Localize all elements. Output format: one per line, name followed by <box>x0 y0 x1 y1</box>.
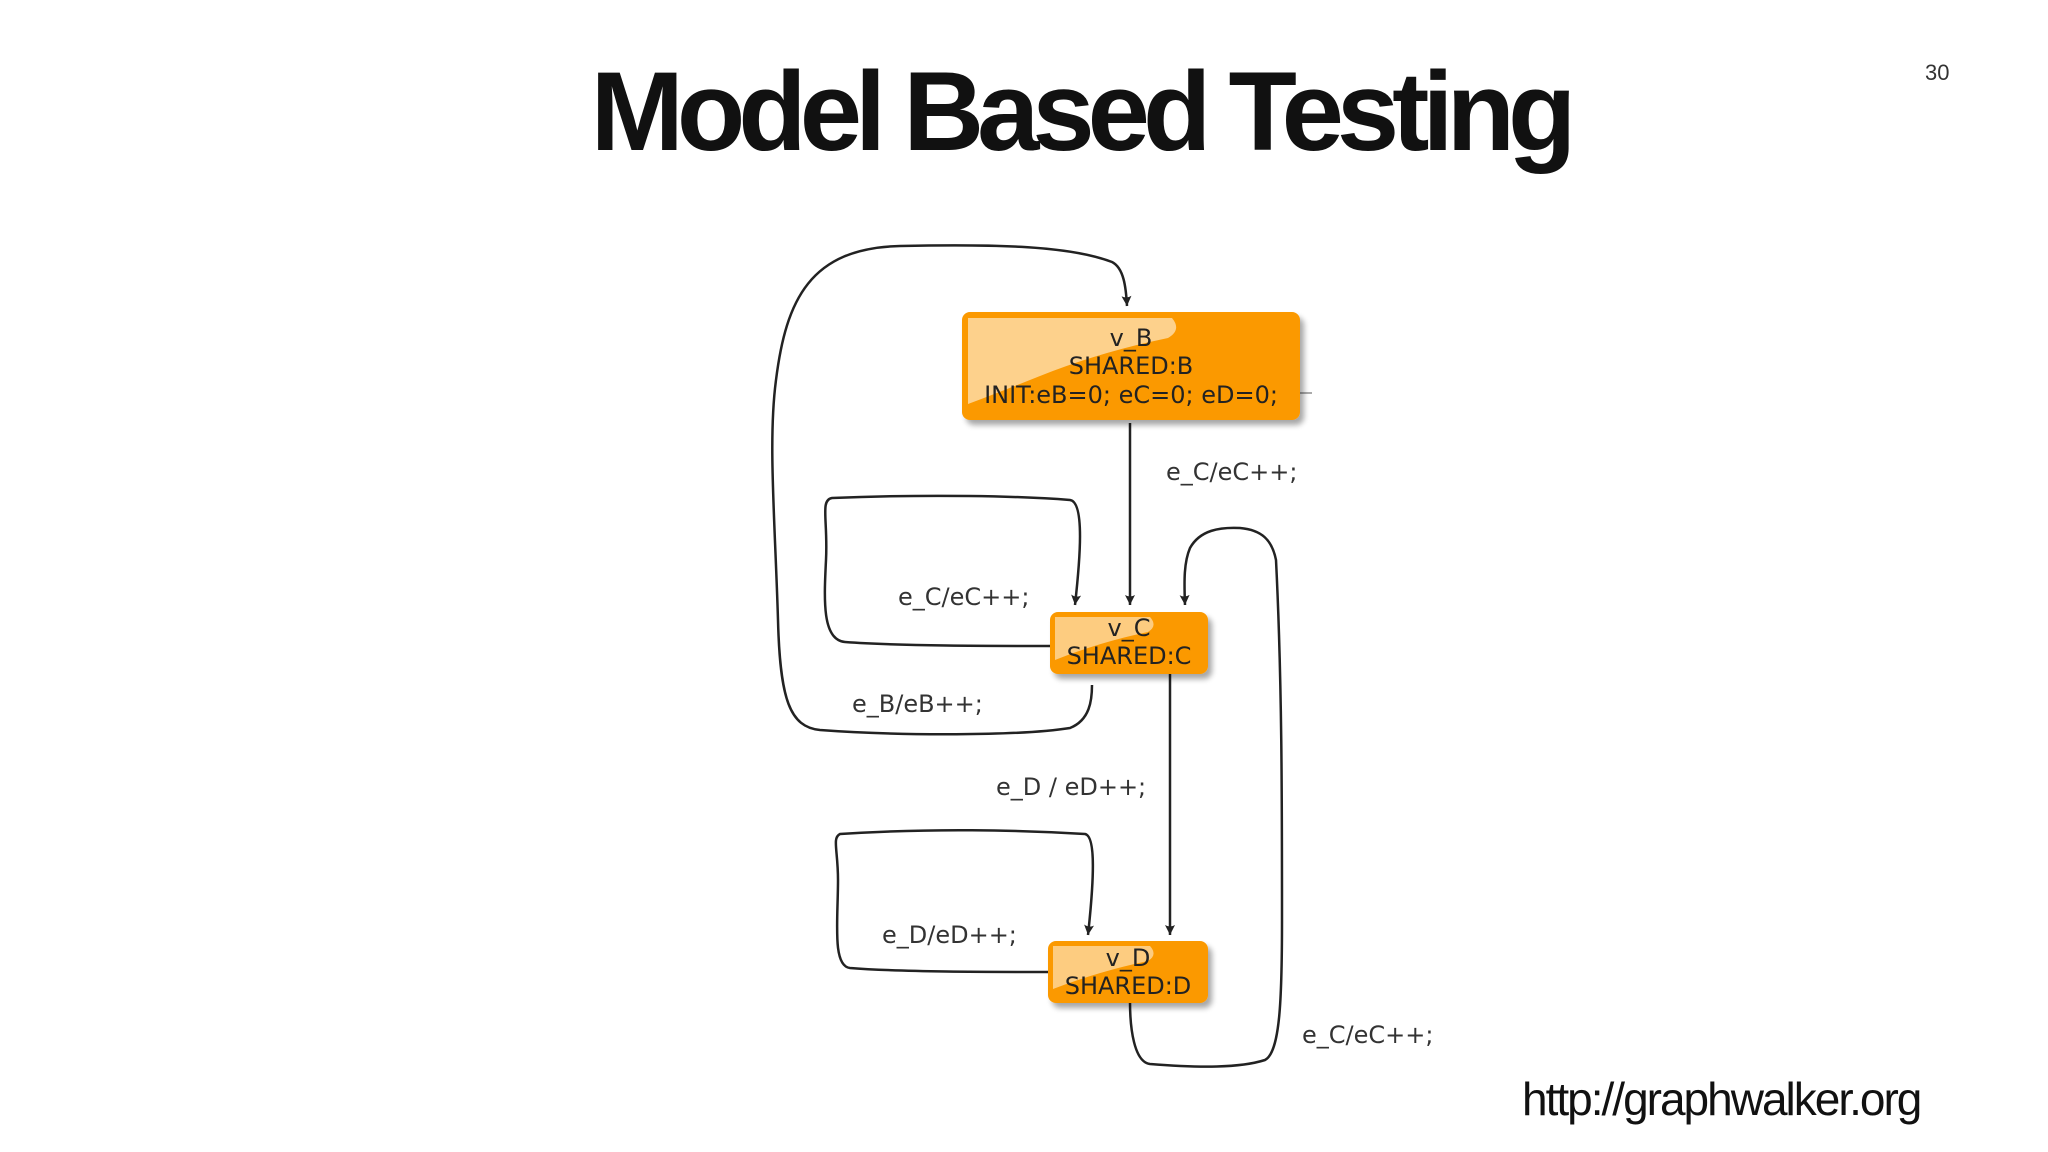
node-v-d <box>1048 941 1208 1003</box>
node-v-b <box>962 312 1300 420</box>
edge-label-vd-self-loop: e_D/eD++; <box>882 921 1017 949</box>
edge-label-vc-to-vd: e_D / eD++; <box>996 773 1146 801</box>
edge-label-vb-to-vc: e_C/eC++; <box>1166 458 1297 486</box>
node-v-d-shared: SHARED:D <box>1065 972 1192 1000</box>
slide-title: Model Based Testing <box>590 49 1577 174</box>
edge-vd-to-vc <box>1128 526 1284 1068</box>
node-v-b-init: INIT:eB=0; eC=0; eD=0; <box>984 381 1278 409</box>
edge-vc-to-vb <box>771 244 1132 736</box>
node-v-b-name: v_B <box>1110 324 1153 352</box>
node-v-c-name: v_C <box>1108 614 1151 642</box>
node-v-c-shared: SHARED:C <box>1067 642 1192 670</box>
edge-label-vc-to-vb: e_B/eB++; <box>852 690 983 718</box>
edge-label-vd-to-vc: e_C/eC++; <box>1302 1021 1433 1049</box>
edge-vc-self-loop <box>823 494 1082 648</box>
edge-vd-self-loop <box>834 828 1095 974</box>
page-number: 30 <box>1925 60 1950 85</box>
footer-link[interactable]: http://graphwalker.org <box>1522 1073 1922 1125</box>
edge-label-vc-self-loop: e_C/eC++; <box>898 583 1029 611</box>
node-v-b-shared: SHARED:B <box>1069 352 1194 380</box>
node-v-c <box>1050 612 1208 674</box>
node-v-d-name: v_D <box>1106 944 1151 972</box>
